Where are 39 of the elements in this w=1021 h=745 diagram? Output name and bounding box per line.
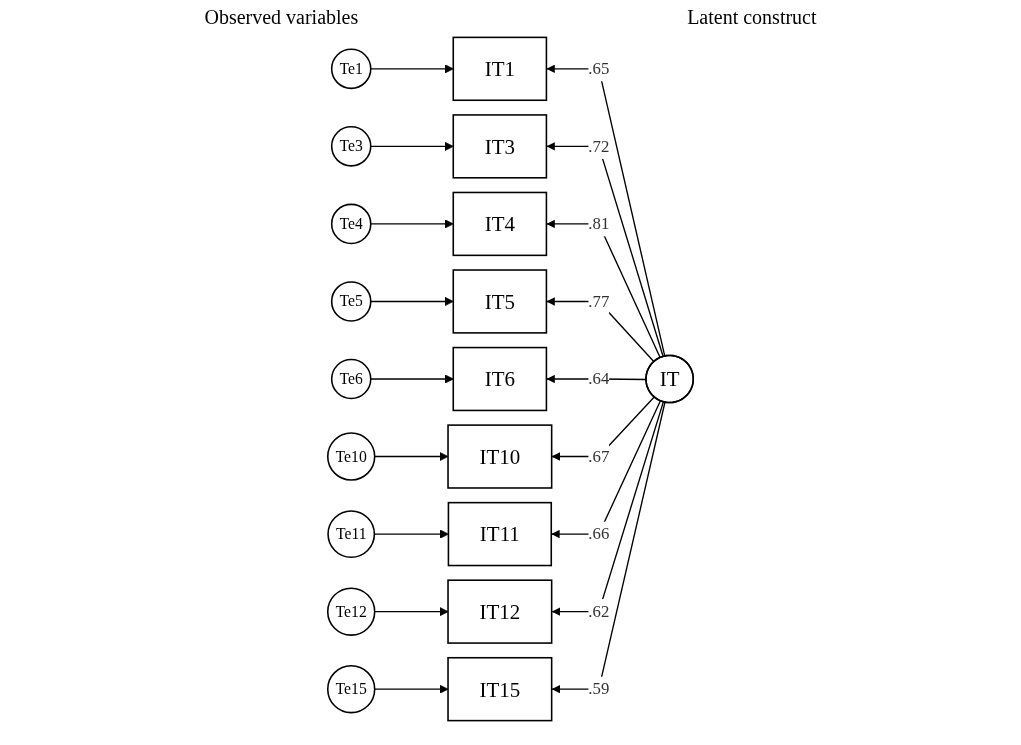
- arrow: [374, 451, 449, 462]
- node-circle: Te6: [330, 358, 372, 400]
- edge-label: .67: [588, 447, 610, 465]
- edge-label: .77: [588, 292, 610, 310]
- arrow: [370, 296, 454, 307]
- node-circle: Te1: [330, 48, 372, 90]
- arrow: [370, 64, 454, 74]
- node-circle: Te3: [330, 126, 372, 167]
- node-box: IT3: [452, 114, 548, 179]
- arrow: [370, 219, 454, 229]
- edge-label: .81: [588, 214, 610, 233]
- arrow: [370, 374, 454, 384]
- edge-label: .72: [588, 136, 610, 155]
- node-box: IT10: [447, 424, 553, 489]
- node-box: IT4: [452, 191, 548, 257]
- arrow: [374, 684, 449, 694]
- arrow: [551, 401, 664, 616]
- arrow: [551, 401, 666, 694]
- node-circle: Te5: [330, 281, 372, 322]
- column-heading: Latent construct: [687, 6, 817, 29]
- node-box: IT15: [447, 656, 553, 722]
- edge-label: .66: [588, 524, 610, 543]
- node-box: IT5: [452, 269, 548, 334]
- arrow: [370, 141, 454, 151]
- node-circle: Te4: [330, 203, 372, 245]
- node-box: IT12: [447, 579, 553, 644]
- edge-label: .62: [588, 602, 610, 621]
- node-circle: Te11: [327, 510, 376, 559]
- node-box: IT11: [447, 501, 553, 567]
- arrow: [374, 607, 449, 617]
- node-circle: Te12: [326, 587, 376, 636]
- node-box: IT1: [452, 36, 548, 102]
- column-heading: Observed variables: [204, 6, 359, 29]
- node-box: IT6: [452, 346, 548, 412]
- edge-label: .64: [588, 369, 610, 388]
- node-circle: Te10: [326, 432, 376, 481]
- edge-label: .59: [588, 679, 610, 698]
- node-circle: Te15: [326, 664, 376, 714]
- edge-label: .65: [588, 59, 610, 78]
